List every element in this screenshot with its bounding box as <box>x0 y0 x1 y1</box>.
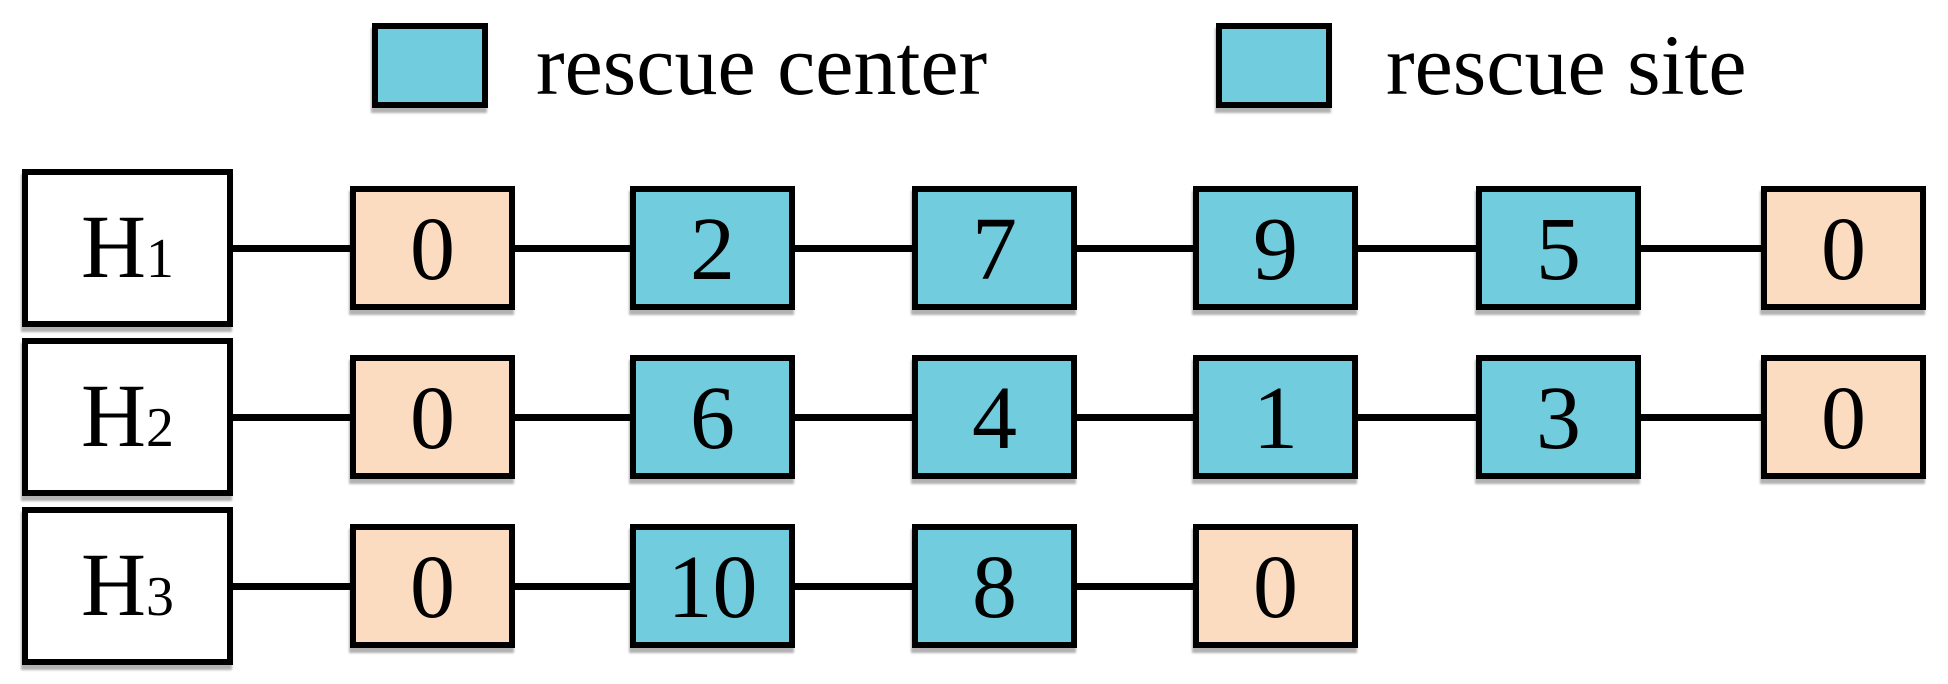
rescue-site-label: rescue site <box>1386 17 1747 113</box>
route-connector-line <box>1641 245 1761 252</box>
route-connector-line <box>233 414 350 421</box>
route-node-value: 1 <box>1253 369 1298 468</box>
route-connector-line <box>1641 414 1761 421</box>
route-node: 4 <box>912 355 1077 479</box>
route-node-value: 4 <box>972 369 1017 468</box>
route-connector-line <box>795 583 912 590</box>
route-node: 3 <box>1476 355 1641 479</box>
route-node-value: 0 <box>410 369 455 468</box>
rescue-center-label: rescue center <box>536 17 988 113</box>
route-node-value: 2 <box>690 200 735 299</box>
legend-item-rescue-center: rescue center <box>372 17 988 113</box>
route-label: H3 <box>81 541 174 631</box>
rescue-center-swatch <box>372 23 488 108</box>
route-label-letter: H <box>81 367 147 466</box>
route-label-box: H2 <box>22 338 233 496</box>
route-node: 0 <box>1193 524 1358 648</box>
route-node: 0 <box>350 355 515 479</box>
route-label-subscript: 2 <box>146 397 174 459</box>
route-connector-line <box>1077 583 1193 590</box>
route-label-letter: H <box>81 198 147 297</box>
route-connector-line <box>515 583 630 590</box>
route-connector-line <box>1077 245 1193 252</box>
route-connector-line <box>233 583 350 590</box>
route-label: H1 <box>81 203 174 293</box>
route-node: 5 <box>1476 186 1641 310</box>
route-connector-line <box>233 245 350 252</box>
route-node: 0 <box>1761 186 1926 310</box>
route-node: 2 <box>630 186 795 310</box>
route-node: 9 <box>1193 186 1358 310</box>
route-node: 7 <box>912 186 1077 310</box>
route-connector-line <box>515 245 630 252</box>
route-node-value: 3 <box>1536 369 1581 468</box>
route-connector-line <box>795 245 912 252</box>
route-node-value: 0 <box>410 200 455 299</box>
route-label: H2 <box>81 372 174 462</box>
route-node: 1 <box>1193 355 1358 479</box>
route-node-value: 7 <box>972 200 1017 299</box>
legend-item-rescue-site: rescue site <box>1216 17 1747 113</box>
route-node-value: 6 <box>690 369 735 468</box>
route-node: 0 <box>350 186 515 310</box>
route-label-subscript: 1 <box>146 228 174 290</box>
route-node-value: 0 <box>1253 538 1298 637</box>
route-node-value: 9 <box>1253 200 1298 299</box>
route-label-box: H1 <box>22 169 233 327</box>
route-label-letter: H <box>81 536 147 635</box>
route-connector-line <box>795 414 912 421</box>
route-node: 0 <box>350 524 515 648</box>
route-label-box: H3 <box>22 507 233 665</box>
route-connector-line <box>515 414 630 421</box>
route-connector-line <box>1077 414 1193 421</box>
route-node-value: 0 <box>410 538 455 637</box>
rescue-site-swatch <box>1216 23 1332 108</box>
route-connector-line <box>1358 414 1476 421</box>
route-label-subscript: 3 <box>146 566 174 628</box>
route-node: 0 <box>1761 355 1926 479</box>
route-node-value: 8 <box>972 538 1017 637</box>
route-node-value: 10 <box>667 538 758 637</box>
route-node-value: 5 <box>1536 200 1581 299</box>
route-connector-line <box>1358 245 1476 252</box>
route-node: 10 <box>630 524 795 648</box>
route-node-value: 0 <box>1821 200 1866 299</box>
route-node: 6 <box>630 355 795 479</box>
route-node: 8 <box>912 524 1077 648</box>
route-node-value: 0 <box>1821 369 1866 468</box>
